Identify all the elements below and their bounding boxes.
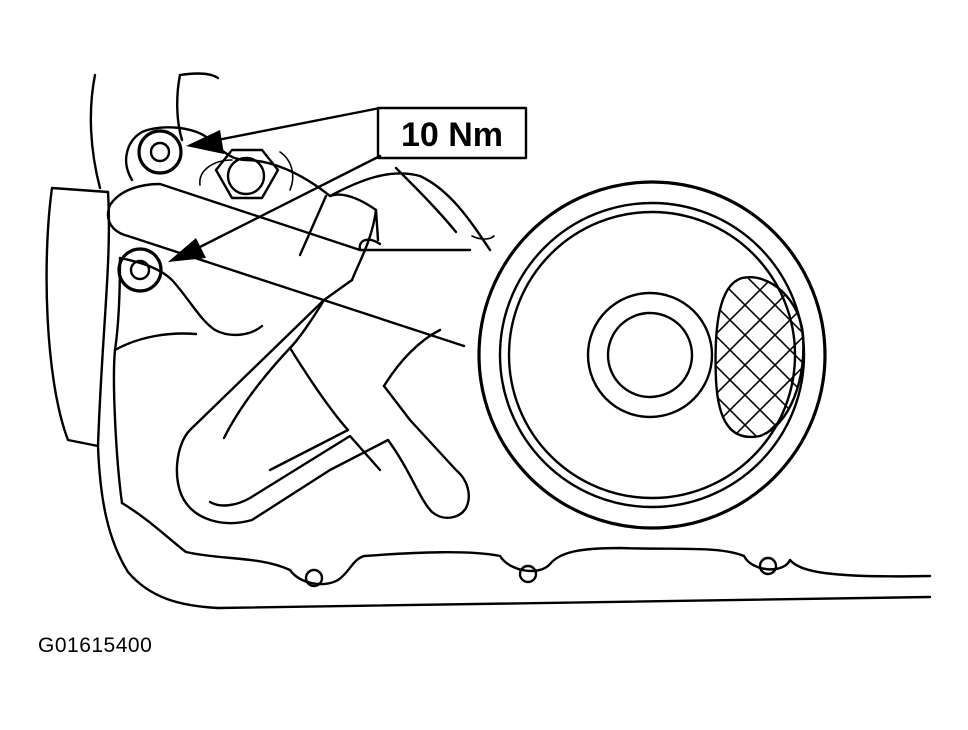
hex-nut: [214, 148, 280, 200]
figure-id: G01615400: [38, 634, 153, 657]
gasket-flange: [120, 501, 932, 610]
engine-block-outline: [45, 72, 220, 610]
pump-housing: [112, 126, 495, 505]
bracket-arm: [106, 182, 472, 348]
upper-bolt: [137, 129, 183, 175]
lower-arrowhead: [168, 238, 206, 262]
torque-label: 10 Nm: [401, 116, 503, 154]
hatched-area: [714, 275, 805, 439]
torque-callout: 10 Nm: [376, 106, 528, 160]
lower-bolt: [117, 247, 163, 293]
cast-rib-frame: [175, 193, 470, 525]
upper-arrowhead: [186, 130, 224, 154]
pump-pulley: [477, 180, 827, 530]
callout-leader-lines: [168, 106, 382, 262]
